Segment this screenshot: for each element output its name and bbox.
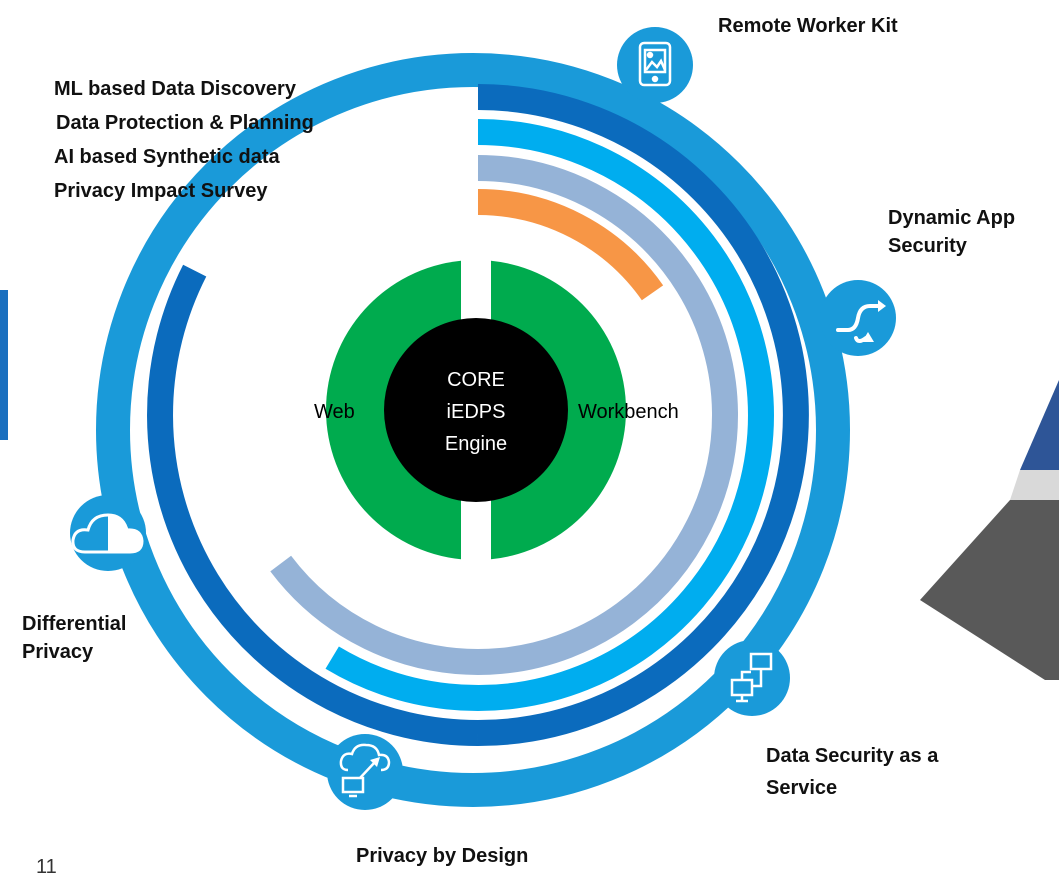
core-line3: Engine <box>445 433 507 455</box>
arc-light-blue <box>325 119 774 711</box>
page-number: 11 <box>36 856 57 878</box>
differential-privacy-line2: Privacy <box>22 641 94 663</box>
decor-gray-dark-shape <box>920 500 1059 680</box>
core-line1: CORE <box>447 369 505 391</box>
shuffle-arrows-icon <box>836 300 886 343</box>
remote-worker-kit-node <box>617 27 693 103</box>
arc-orange <box>477 189 664 301</box>
core-circle <box>384 318 568 502</box>
privacy-by-design-node <box>327 734 403 810</box>
arc-gray-blue <box>270 155 738 675</box>
left-edge-bar <box>0 290 8 440</box>
data-security-service-line2: Service <box>766 777 838 799</box>
data-security-service-node <box>714 640 790 716</box>
cloud-upload-monitor-icon <box>339 743 391 798</box>
differential-privacy-node <box>70 495 146 571</box>
feature-ai-synthetic-data: AI based Synthetic data <box>54 146 280 168</box>
arc-dark-blue-left <box>147 264 479 746</box>
web-label: Web <box>314 401 355 423</box>
data-security-service-label: Data Security as a Service <box>766 740 938 804</box>
data-security-service-line1: Data Security as a <box>766 745 939 767</box>
feature-list: ML based Data Discovery Data Protection … <box>54 72 314 208</box>
dynamic-app-security-label: Dynamic App Security <box>888 204 1015 260</box>
feature-data-protection-planning: Data Protection & Planning <box>56 112 314 134</box>
feature-ml-data-discovery: ML based Data Discovery <box>54 78 296 100</box>
dynamic-app-security-line1: Dynamic App <box>888 207 1016 229</box>
network-monitors-icon <box>730 652 773 703</box>
decor-blue-shape <box>1020 380 1059 470</box>
workbench-label: Workbench <box>578 401 679 423</box>
feature-privacy-impact-survey: Privacy Impact Survey <box>54 180 268 202</box>
differential-privacy-label: Differential Privacy <box>22 610 126 666</box>
arc-dark-blue-top <box>477 84 809 746</box>
core-line2: iEDPS <box>447 401 506 423</box>
tablet-image-icon <box>638 41 672 87</box>
dynamic-app-security-line2: Security <box>888 235 967 257</box>
decor-gray-light-shape <box>1010 470 1059 500</box>
cloud-icon <box>71 513 144 554</box>
differential-privacy-line1: Differential <box>22 613 127 635</box>
outer-ring <box>96 53 850 807</box>
privacy-by-design-label: Privacy by Design <box>356 845 529 867</box>
remote-worker-kit-label: Remote Worker Kit <box>718 15 898 37</box>
dynamic-app-security-node <box>820 280 896 356</box>
